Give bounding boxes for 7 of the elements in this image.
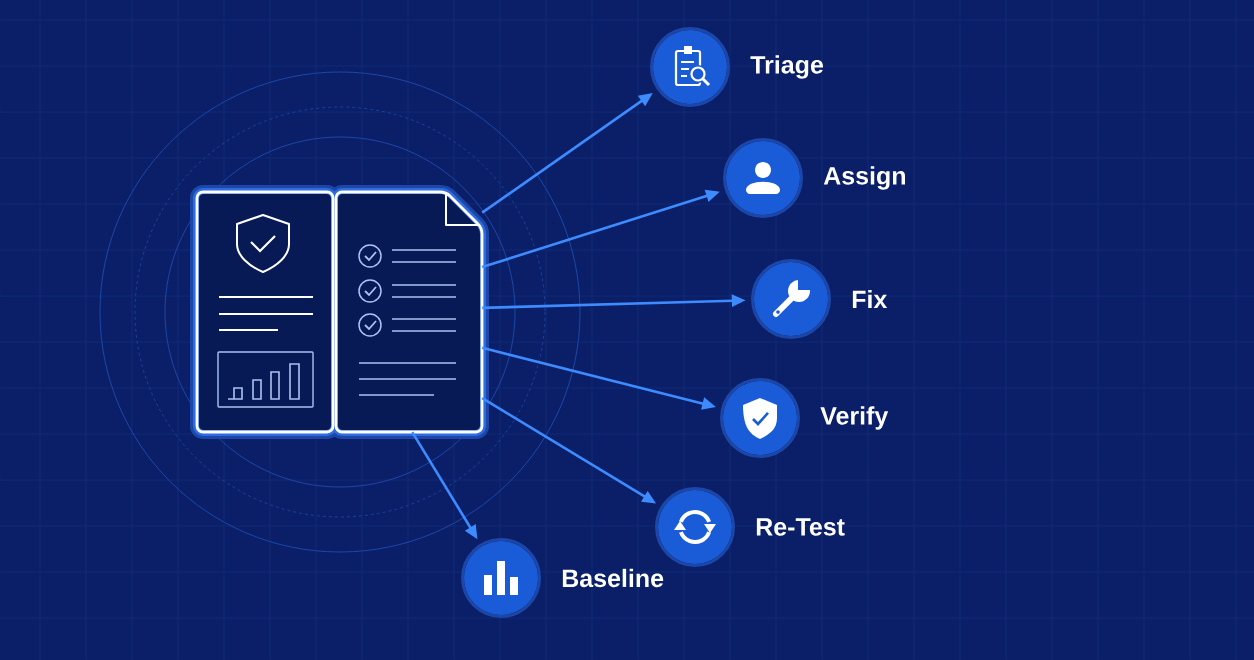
step-label: Assign [823,166,905,190]
step-label: Triage [750,55,823,79]
step-label: Fix [852,289,888,309]
step-label: Re-Test [756,518,845,536]
report-drawing [190,185,489,439]
step-label: Verify [820,406,889,430]
step-label: Baseline [562,568,664,588]
